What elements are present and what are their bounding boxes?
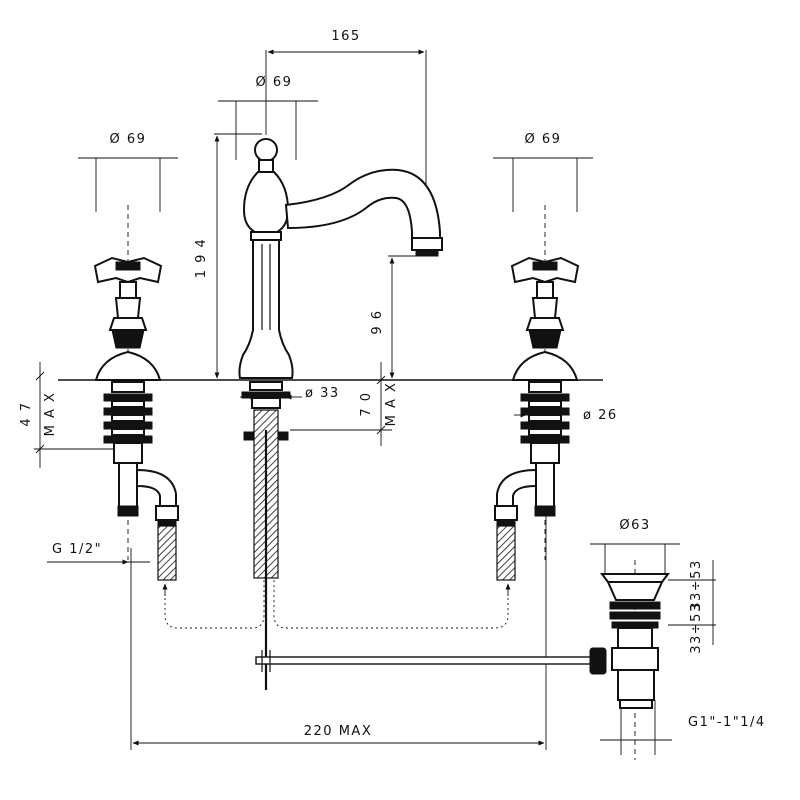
waste-fitting [600,573,670,709]
label-waste-range: 33÷53 [689,559,704,610]
label-waste-thread: G1"-1"1/4 [688,715,766,730]
dimension-waste-range: 33÷53 33÷53 [668,559,716,654]
label-right-handle-diameter: Ø 69 [525,132,562,147]
label-spout-shank: ø 33 [305,386,340,401]
label-valve-shank: ø 26 [583,408,618,423]
spout-body [238,138,443,379]
dimension-spout-diameter: Ø 69 [218,75,318,160]
dimension-outlet-height: 9 6 [370,255,430,379]
left-hose-route [164,580,265,629]
spout-shank [241,381,291,690]
label-waste-diameter: Ø63 [619,518,650,533]
dimension-overall-width: 220 MAX [130,515,547,750]
label-spout-reach: 165 [331,29,360,44]
dimension-waste-thread: G1"-1"1/4 [600,700,766,755]
right-cross-handle [510,256,580,381]
dimension-waste-diameter: Ø63 [590,518,680,575]
dimension-left-handle-diameter: Ø 69 [78,132,178,212]
left-cross-handle [93,256,163,381]
label-left-max-value: 4 7 [19,401,34,426]
label-inlet-thread: G 1/2" [52,542,102,557]
dimension-center-max-thickness: 7 0 M A X [290,362,399,446]
right-valve-body [494,381,570,581]
label-outlet-height: 9 6 [370,309,385,334]
label-left-handle-diameter: Ø 69 [110,132,147,147]
label-spout-height: 1 9 4 [194,238,209,279]
label-left-max: M A X [43,392,58,437]
dimension-spout-reach: 165 [265,29,427,240]
label-center-max: M A X [384,382,399,427]
label-center-max-value: 7 0 [359,391,374,416]
label-overall-width: 220 MAX [304,724,372,739]
dimension-inlet-thread: G 1/2" [47,542,150,565]
dimension-left-max-thickness: 4 7 M A X [19,362,118,468]
label-spout-diameter: Ø 69 [256,75,293,90]
dimension-right-handle-diameter: Ø 69 [493,132,593,212]
right-hose-route [273,580,509,629]
dimension-spout-height: 1 9 4 [194,133,262,379]
left-valve-body [103,381,179,581]
pop-up-rod [255,647,607,675]
label-waste-range-repeat: 33÷53 [689,602,704,653]
